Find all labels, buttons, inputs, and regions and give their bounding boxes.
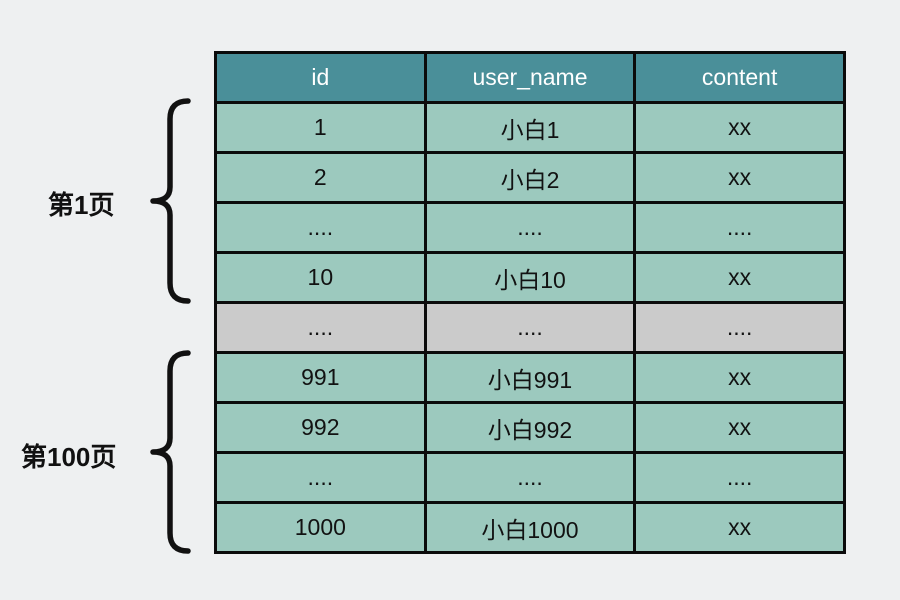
table-cell: .... (214, 301, 427, 354)
table-cell: 1 (214, 101, 427, 154)
table-cell: xx (633, 501, 846, 554)
header-cell: id (214, 51, 427, 104)
table-cell: 小白2 (423, 151, 637, 204)
table-cell: 10 (214, 251, 427, 304)
table-cell: xx (633, 401, 846, 454)
page-100-label: 第100页 (21, 442, 117, 472)
table-cell: .... (214, 201, 427, 254)
table-cell: .... (633, 301, 846, 354)
table-cell: xx (633, 101, 846, 154)
table-cell: 小白1000 (423, 501, 637, 554)
table-row: ............ (214, 301, 846, 354)
header-cell: user_name (423, 51, 637, 104)
table-cell: 991 (214, 351, 427, 404)
table-row: ............ (214, 201, 846, 254)
table-cell: .... (214, 451, 427, 504)
table-cell: 小白10 (423, 251, 637, 304)
table-cell: 992 (214, 401, 427, 454)
page-100-brace-icon (150, 350, 191, 554)
table-cell: 2 (214, 151, 427, 204)
table-row: ............ (214, 451, 846, 504)
table-cell: 小白992 (423, 401, 637, 454)
table-cell: xx (633, 351, 846, 404)
table-cell: .... (423, 301, 637, 354)
table-cell: 1000 (214, 501, 427, 554)
table-cell: .... (423, 451, 637, 504)
table-cell: .... (633, 451, 846, 504)
header-cell: content (633, 51, 846, 104)
page-1-label: 第1页 (48, 190, 115, 220)
table-cell: xx (633, 151, 846, 204)
table-cell: .... (633, 201, 846, 254)
table-cell: 小白991 (423, 351, 637, 404)
table-cell: xx (633, 251, 846, 304)
page-1-brace-icon (150, 98, 191, 304)
table-cell: .... (423, 201, 637, 254)
table-cell: 小白1 (423, 101, 637, 154)
